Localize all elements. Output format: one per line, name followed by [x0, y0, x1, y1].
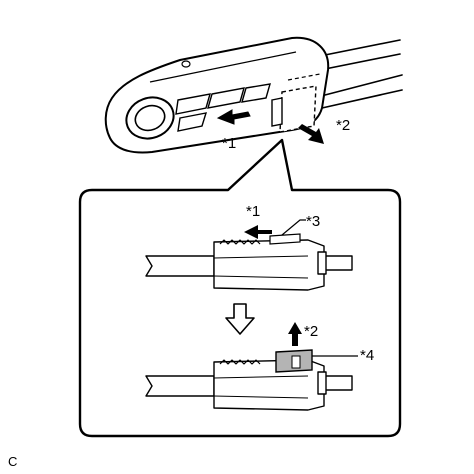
callout-2-detail: *2	[304, 323, 318, 340]
terminal-after	[145, 359, 353, 411]
arrow-slide-left-icon	[244, 225, 272, 239]
connector-body	[104, 36, 330, 154]
arrow-lift-up-icon	[288, 322, 302, 346]
step-down-arrow-icon	[225, 303, 255, 335]
callout-1-top: *1	[222, 135, 236, 152]
callout-4-detail: *4	[360, 347, 374, 364]
retainer-tab-3	[269, 233, 301, 245]
callout-2-top: *2	[336, 117, 350, 134]
callout-3-detail: *3	[306, 213, 320, 230]
illustration-code: C	[8, 454, 17, 469]
callout-1-detail: *1	[246, 203, 260, 220]
leader-line-3	[275, 219, 306, 241]
retainer-raised-4	[275, 349, 313, 373]
arrow-push-down-icon	[298, 124, 324, 144]
terminal-before	[145, 239, 353, 291]
arrow-pull-left-icon	[216, 109, 251, 125]
